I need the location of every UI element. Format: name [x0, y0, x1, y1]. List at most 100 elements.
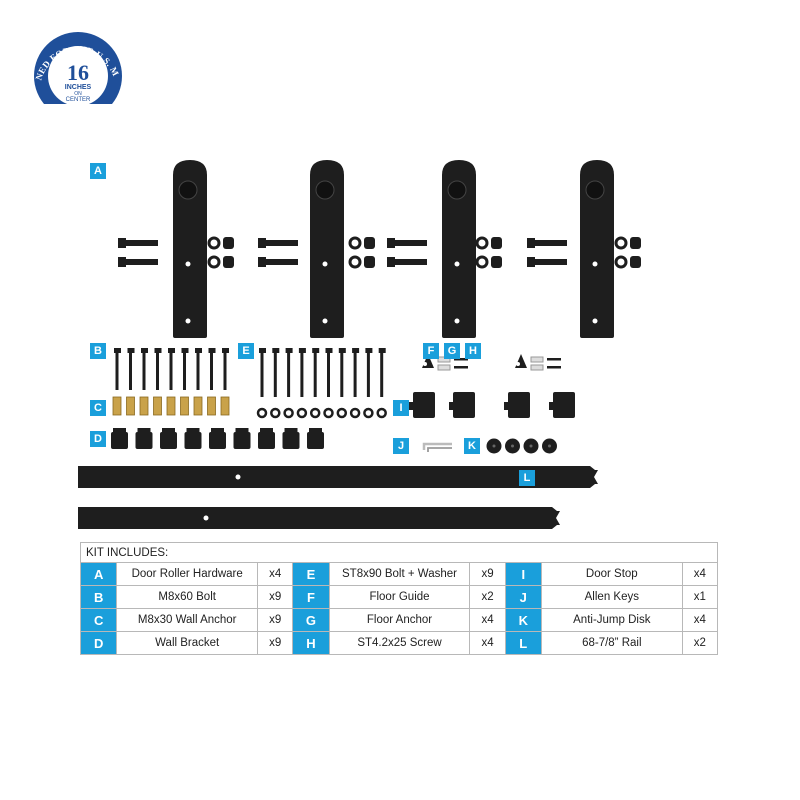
washer [207, 236, 221, 250]
m8-bolt-shank [183, 352, 186, 390]
roller-hub [447, 180, 467, 200]
m8-bolt-shank [142, 352, 146, 390]
kit-item-qty: x4 [469, 608, 506, 632]
kit-item-name: Floor Guide [328, 585, 471, 609]
cap-nut [364, 237, 375, 249]
bracket-flange [260, 428, 273, 433]
screw [454, 366, 468, 369]
m8-bolt-head [114, 348, 121, 353]
kit-item-qty: x9 [257, 585, 294, 609]
long-bolt-shank [353, 352, 357, 397]
wall-anchor [126, 396, 135, 416]
badge-line3: CENTER [66, 97, 91, 103]
bolt-washer [323, 407, 334, 419]
cap-nut [491, 237, 502, 249]
kit-item-name: Floor Anchor [328, 608, 471, 632]
bolt-washer [256, 407, 268, 419]
bolt-head [387, 257, 395, 267]
wall-anchor [220, 396, 230, 416]
allen-key [427, 447, 452, 452]
long-bolt-shank [287, 352, 291, 397]
screw [454, 358, 468, 361]
disk-center [529, 444, 533, 448]
bracket-body [111, 432, 128, 449]
kit-item-name: Door Stop [540, 562, 683, 586]
bolt-head [118, 257, 126, 267]
badge-line2: ON [74, 91, 82, 97]
bracket-body [258, 432, 275, 449]
label-h: H [465, 343, 481, 359]
cap-nut [364, 256, 375, 268]
m8-bolt-shank [115, 352, 119, 390]
m8-bolt-shank [223, 352, 227, 390]
strap-hole [592, 261, 598, 267]
bolt-washer [296, 407, 308, 419]
kit-item-qty: x4 [681, 562, 719, 586]
roller-hub [178, 180, 198, 200]
kit-letter: J [504, 585, 542, 609]
rail [78, 466, 598, 488]
kit-item-qty: x4 [681, 608, 719, 632]
hanger-bolt [258, 240, 298, 246]
hanger-strap [310, 175, 344, 338]
hanger-bolt [387, 259, 427, 265]
floor-anchor [530, 364, 544, 371]
guide-hole [516, 362, 520, 366]
m8-bolt-head [168, 348, 175, 353]
long-bolt-shank [340, 352, 344, 397]
roller-hardware [387, 160, 502, 338]
bracket-flange [113, 428, 126, 433]
bolt-washer [309, 407, 321, 419]
cap-nut [223, 256, 234, 268]
label-i: I [393, 400, 409, 416]
m8-bolt-shank [129, 352, 132, 390]
m8-bolt-head [181, 348, 189, 353]
bracket-body [282, 432, 300, 449]
long-bolt-head [325, 348, 333, 353]
kit-item-name: M8x30 Wall Anchor [116, 608, 259, 632]
cap-nut [630, 237, 641, 249]
washer [614, 236, 628, 250]
door-stop [553, 392, 575, 418]
m8-bolt-head [195, 348, 202, 353]
bracket-flange [186, 428, 200, 433]
hanger-bolt [527, 259, 567, 265]
washer [348, 236, 362, 250]
hanger-bolt [118, 259, 158, 265]
stop-tab [549, 402, 554, 410]
kit-item-name: ST8x90 Bolt + Washer [328, 562, 471, 586]
door-roller-hardware-group [118, 160, 641, 338]
m8-bolt-head [141, 348, 148, 353]
kit-item-qty: x1 [681, 585, 719, 609]
washer [475, 236, 489, 250]
screw [547, 366, 561, 369]
badge-number: 16 [67, 60, 89, 85]
roller-hub [315, 180, 335, 200]
hanger-bolt [118, 240, 158, 246]
roller-hardware [258, 160, 375, 338]
hanger-bolt [387, 240, 427, 246]
m8-bolt-head [154, 348, 162, 353]
m8-bolt-head [222, 348, 229, 353]
bracket-body [209, 432, 226, 449]
label-d: D [90, 431, 106, 447]
rail-hole [203, 515, 209, 521]
disk-center [548, 444, 551, 448]
bolt-washer [363, 407, 374, 419]
rails-group [78, 466, 598, 529]
kit-letter: L [504, 631, 542, 655]
bracket-body [160, 432, 177, 449]
badge-line1: INCHES [65, 84, 92, 91]
bracket-flange [284, 428, 298, 433]
kit-item-qty: x9 [469, 562, 506, 586]
long-bolt-shank [300, 352, 304, 397]
m8-bolt-shank [156, 352, 159, 390]
long-bolt-shank [366, 352, 370, 397]
roller-hub [585, 180, 605, 200]
m8-bolt-shank [196, 352, 200, 390]
kit-letter: F [292, 585, 330, 609]
designed-for-us-market-badge: DESIGNED FOR THE U.S. MARKET 16 INCHES O… [28, 26, 128, 106]
long-bolt-head [352, 348, 360, 353]
